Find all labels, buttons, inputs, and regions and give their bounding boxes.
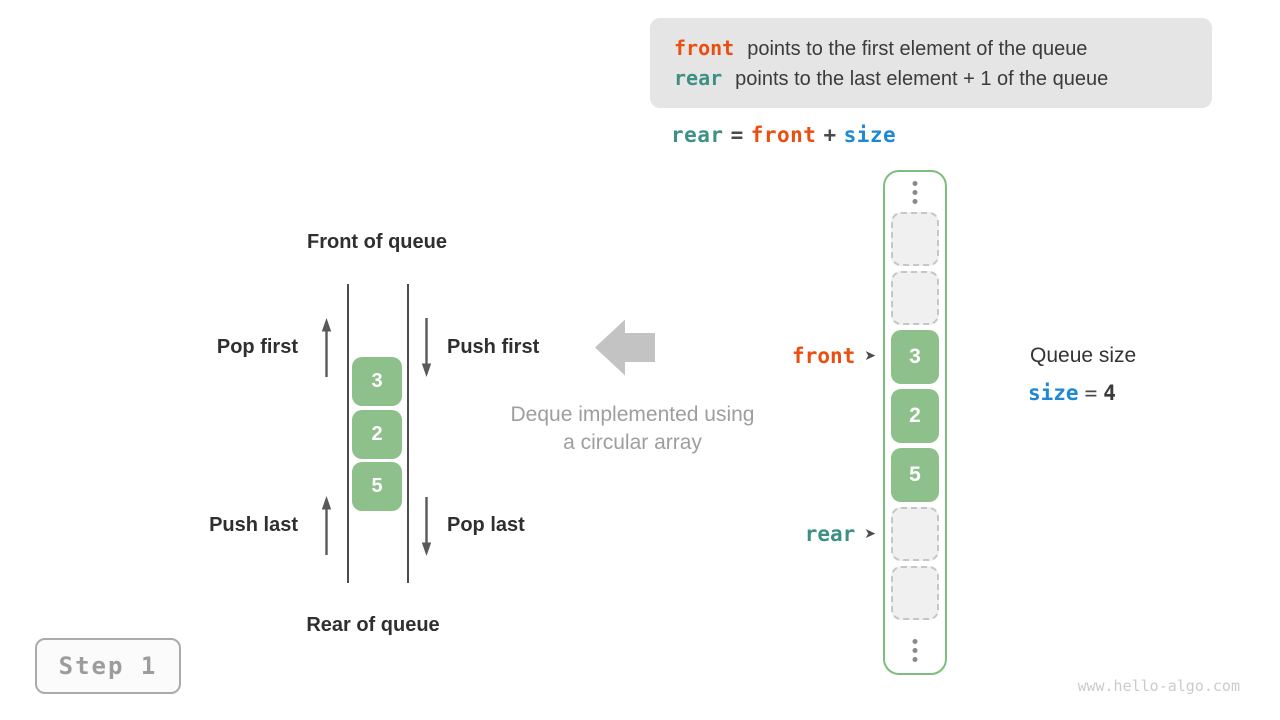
rear-explanation-line: rear points to the last element + 1 of t… — [674, 66, 1212, 91]
pop-last-down-arrow-icon — [420, 496, 433, 561]
vertical-ellipsis-icon — [912, 639, 918, 662]
caption-line-1: Deque implemented using — [510, 403, 755, 426]
rear-front-size-formula: rear=front+size — [671, 123, 896, 147]
queue-size-title: Queue size — [1030, 344, 1137, 367]
push-last-label: Push last — [209, 514, 298, 536]
rear-keyword: rear — [674, 65, 723, 90]
pop-first-label: Pop first — [216, 336, 298, 358]
formula-equals: = — [730, 123, 744, 147]
push-last-up-arrow-icon — [320, 496, 333, 561]
deque-cell: 2 — [352, 410, 402, 459]
caption-line-2: a circular array — [563, 431, 702, 454]
step-badge: Step 1 — [35, 638, 181, 694]
rear-explanation-text: points to the last element + 1 of the qu… — [735, 67, 1109, 90]
vertical-ellipsis-icon — [912, 181, 918, 204]
deque-cell: 5 — [352, 462, 402, 511]
front-explanation-line: front points to the first element of the… — [674, 36, 1212, 61]
channel-right-line — [407, 284, 409, 583]
rear-of-queue-label: Rear of queue — [306, 614, 440, 636]
diagram-caption: Deque implemented using a circular array — [480, 401, 785, 457]
front-pointer-label: front — [792, 344, 856, 368]
array-cell-empty — [891, 212, 939, 266]
formula-plus: + — [823, 123, 837, 147]
pop-last-label: Pop last — [447, 514, 525, 536]
front-keyword: front — [674, 35, 735, 60]
array-cell-filled: 5 — [891, 448, 939, 502]
size-variable: size — [1028, 381, 1079, 405]
array-cell-filled: 3 — [891, 330, 939, 384]
array-cell-empty — [891, 271, 939, 325]
formula-front: front — [750, 123, 817, 147]
left-block-arrow-icon — [595, 318, 655, 382]
pointer-explanation-box: front points to the first element of the… — [650, 18, 1212, 108]
channel-left-line — [347, 284, 349, 583]
front-explanation-text: points to the first element of the queue — [747, 37, 1088, 60]
array-cell-empty — [891, 507, 939, 561]
formula-rear: rear — [671, 123, 724, 147]
rear-pointer-arrow-icon: ➤ — [864, 526, 876, 542]
deque-cell: 3 — [352, 357, 402, 406]
rear-pointer: rear ➤ — [805, 522, 876, 546]
pop-first-up-arrow-icon — [320, 318, 333, 383]
formula-size: size — [843, 123, 897, 147]
size-value: 4 — [1103, 381, 1116, 405]
front-pointer: front ➤ — [792, 344, 876, 368]
array-cell-empty — [891, 566, 939, 620]
push-first-label: Push first — [447, 336, 540, 358]
front-pointer-arrow-icon: ➤ — [864, 348, 876, 364]
queue-size-formula: size=4 — [1028, 381, 1116, 405]
array-cell-filled: 2 — [891, 389, 939, 443]
push-first-down-arrow-icon — [420, 317, 433, 382]
watermark: www.hello-algo.com — [1077, 677, 1240, 695]
circular-array-container: 3 2 5 — [883, 170, 947, 675]
size-equals: = — [1084, 381, 1098, 405]
front-of-queue-label: Front of queue — [307, 231, 447, 253]
rear-pointer-label: rear — [804, 522, 856, 546]
